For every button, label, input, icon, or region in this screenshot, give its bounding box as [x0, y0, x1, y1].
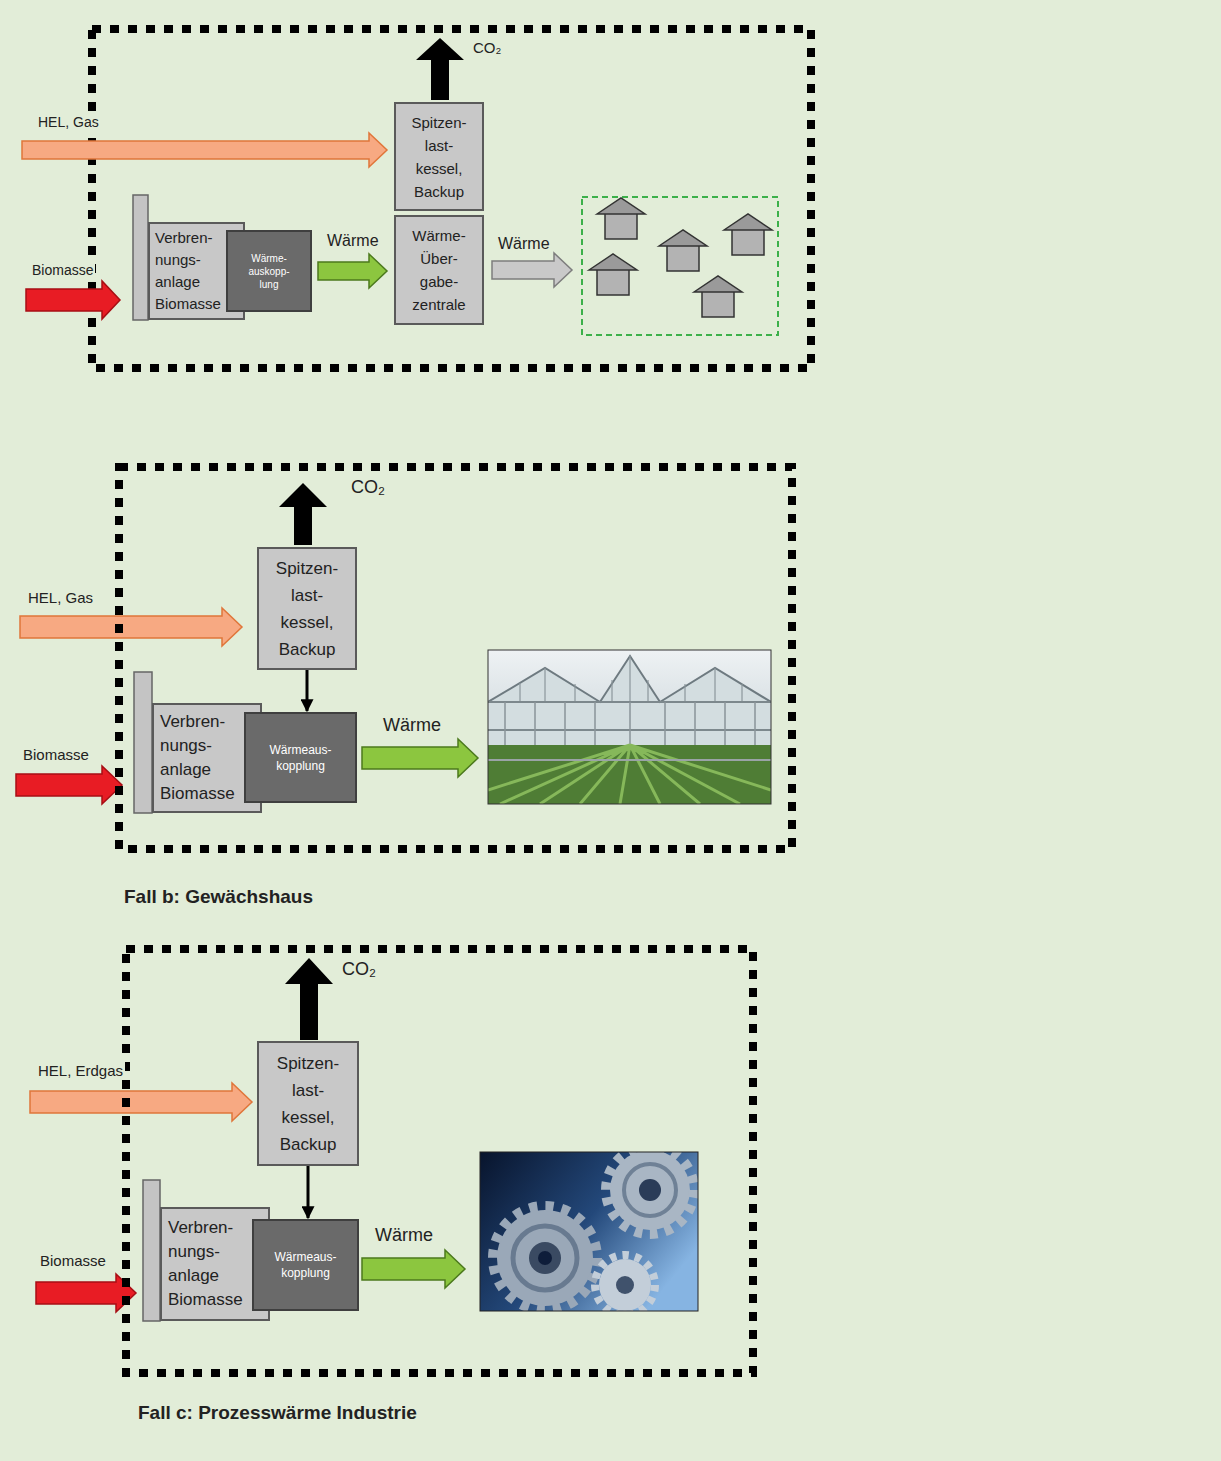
- flow-label: HEL, Erdgas: [36, 1062, 125, 1080]
- panel-frame: Fall c: Prozesswärme IndustrieSpitzen- l…: [122, 945, 757, 1377]
- box-label: Verbren- nungs- anlage Biomasse: [160, 710, 238, 806]
- picture-border: [488, 650, 771, 804]
- co2-arrow: [279, 483, 327, 545]
- co2-arrow: [285, 958, 333, 1040]
- flow-label: Wärme: [496, 234, 552, 253]
- panel-caption: Fall c: Prozesswärme Industrie: [138, 1402, 417, 1424]
- heat-extraction-box: Wärmeaus- kopplung: [244, 712, 357, 803]
- gear: [599, 1259, 651, 1311]
- flow-label: Wärme: [325, 231, 381, 250]
- settlement-outline: [582, 197, 778, 335]
- process-box: Spitzen- last- kessel, Backup: [257, 547, 357, 670]
- panel-frame: Fall b: GewächshausSpitzen- last- kessel…: [115, 463, 796, 853]
- flow-arrow: [307, 1166, 310, 1218]
- chimney: [143, 1180, 160, 1321]
- gear-hub: [616, 1276, 634, 1294]
- flow-label: CO₂: [471, 39, 503, 57]
- heat-extraction-box: Wärme- auskopp- lung: [226, 230, 312, 312]
- house-icon: [694, 276, 742, 317]
- fuel-arrow: [22, 133, 387, 167]
- house-icon: [589, 254, 637, 295]
- roof-ridge: [488, 656, 771, 702]
- roof-frame: [520, 656, 742, 702]
- gear-teeth: [606, 1152, 694, 1234]
- box-label: Wärme- Über- gabe- zentrale: [406, 224, 472, 316]
- gears-picture: [480, 1152, 698, 1311]
- chimney: [133, 195, 148, 320]
- gear-hole: [538, 1251, 552, 1265]
- picture-border: [480, 1152, 698, 1311]
- flow-label: CO₂: [349, 477, 387, 499]
- box-label: Wärme- auskopp- lung: [244, 252, 294, 291]
- gear-hub: [639, 1179, 661, 1201]
- biomass-arrow: [16, 766, 122, 804]
- gear-teeth: [595, 1255, 655, 1311]
- biomass-arrow: [26, 281, 120, 319]
- chimney: [134, 672, 152, 813]
- front-beam: [488, 759, 771, 761]
- co2-arrow: [416, 38, 464, 100]
- greenhouse-picture: [488, 650, 771, 804]
- flow-label: Wärme: [373, 1225, 435, 1247]
- heat-arrow: [492, 253, 572, 287]
- plant-rows: [488, 745, 771, 804]
- gear-hub: [529, 1242, 561, 1274]
- flow-arrow: [306, 670, 309, 711]
- flow-label: HEL, Gas: [26, 589, 95, 607]
- flow-arrow: [318, 254, 387, 288]
- box-label: Spitzen- last- kessel, Backup: [271, 555, 343, 663]
- biomass-arrow: [36, 1274, 136, 1312]
- flow-label: CO₂: [340, 959, 378, 981]
- box-label: Spitzen- last- kessel, Backup: [271, 1050, 345, 1158]
- flow-label: Biomasse: [30, 262, 95, 279]
- box-label: Wärmeaus- kopplung: [270, 1249, 341, 1281]
- house-icon: [597, 198, 645, 239]
- gear-ring: [624, 1164, 676, 1216]
- process-box: Spitzen- last- kessel, Backup: [394, 102, 484, 211]
- gear-ring: [513, 1226, 577, 1290]
- process-box: Wärme- Über- gabe- zentrale: [394, 215, 484, 325]
- heat-arrow: [362, 739, 478, 777]
- box-label: Wärmeaus- kopplung: [264, 742, 337, 774]
- box-label: Verbren- nungs- anlage Biomasse: [168, 1216, 246, 1312]
- fuel-arrow: [20, 608, 242, 646]
- panel-caption: Fall b: Gewächshaus: [124, 886, 313, 908]
- house-icon: [659, 230, 707, 271]
- gear-teeth: [493, 1206, 597, 1310]
- flow-label: HEL, Gas: [36, 114, 101, 131]
- box-label: Spitzen- last- kessel, Backup: [406, 111, 472, 203]
- flow-label: Biomasse: [38, 1252, 108, 1270]
- flow-label: Biomasse: [21, 746, 91, 764]
- sky: [488, 650, 771, 804]
- panel-frame: [92, 29, 811, 368]
- flow-label: Wärme: [381, 715, 443, 737]
- box-label: Verbren- nungs- anlage Biomasse: [155, 227, 225, 315]
- fuel-arrow: [30, 1083, 252, 1121]
- frame-border: [119, 467, 792, 849]
- process-box: Spitzen- last- kessel, Backup: [257, 1041, 359, 1166]
- heat-extraction-box: Wärmeaus- kopplung: [252, 1219, 359, 1311]
- heat-arrow: [362, 1250, 465, 1288]
- house-icon: [724, 214, 772, 255]
- plant-beds: [488, 745, 771, 804]
- frame-border: [126, 949, 753, 1373]
